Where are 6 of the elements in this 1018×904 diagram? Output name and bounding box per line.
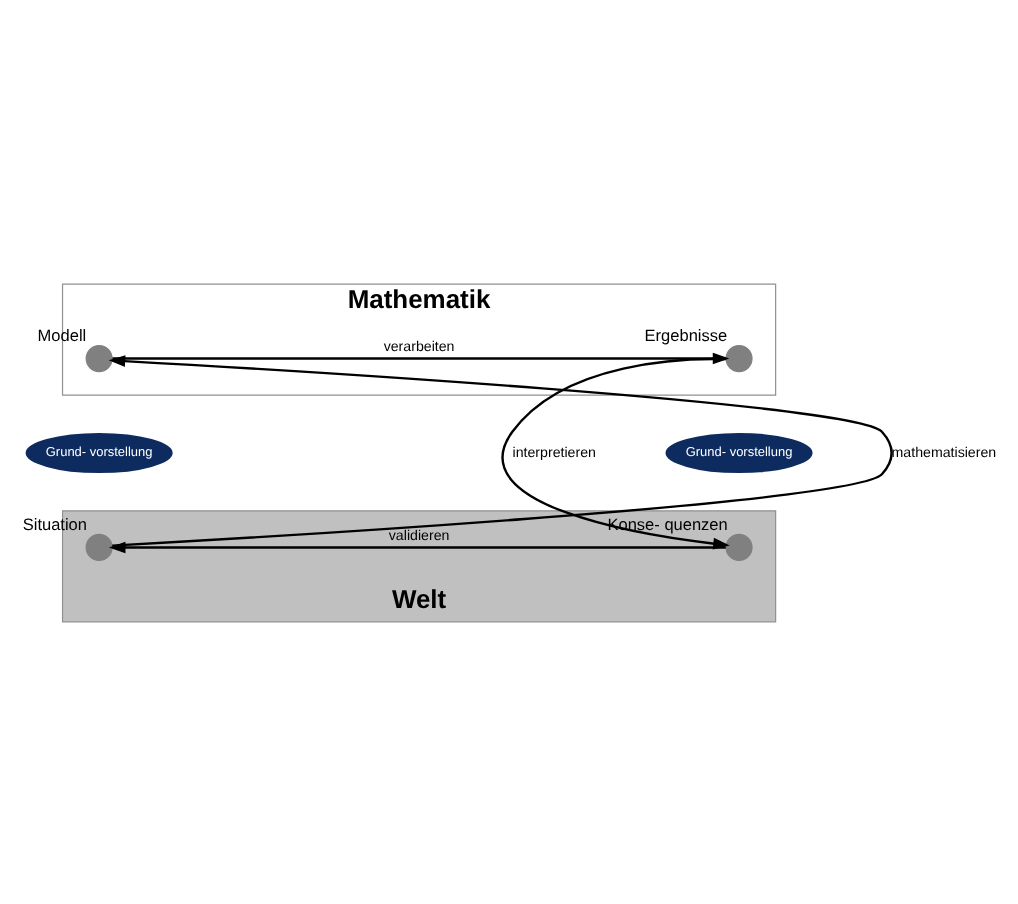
node-circle (724, 343, 752, 372)
arrow (107, 354, 892, 546)
node-circle (724, 532, 752, 561)
arrow (107, 540, 725, 553)
node-circle (84, 343, 112, 372)
node-circle (84, 532, 112, 561)
